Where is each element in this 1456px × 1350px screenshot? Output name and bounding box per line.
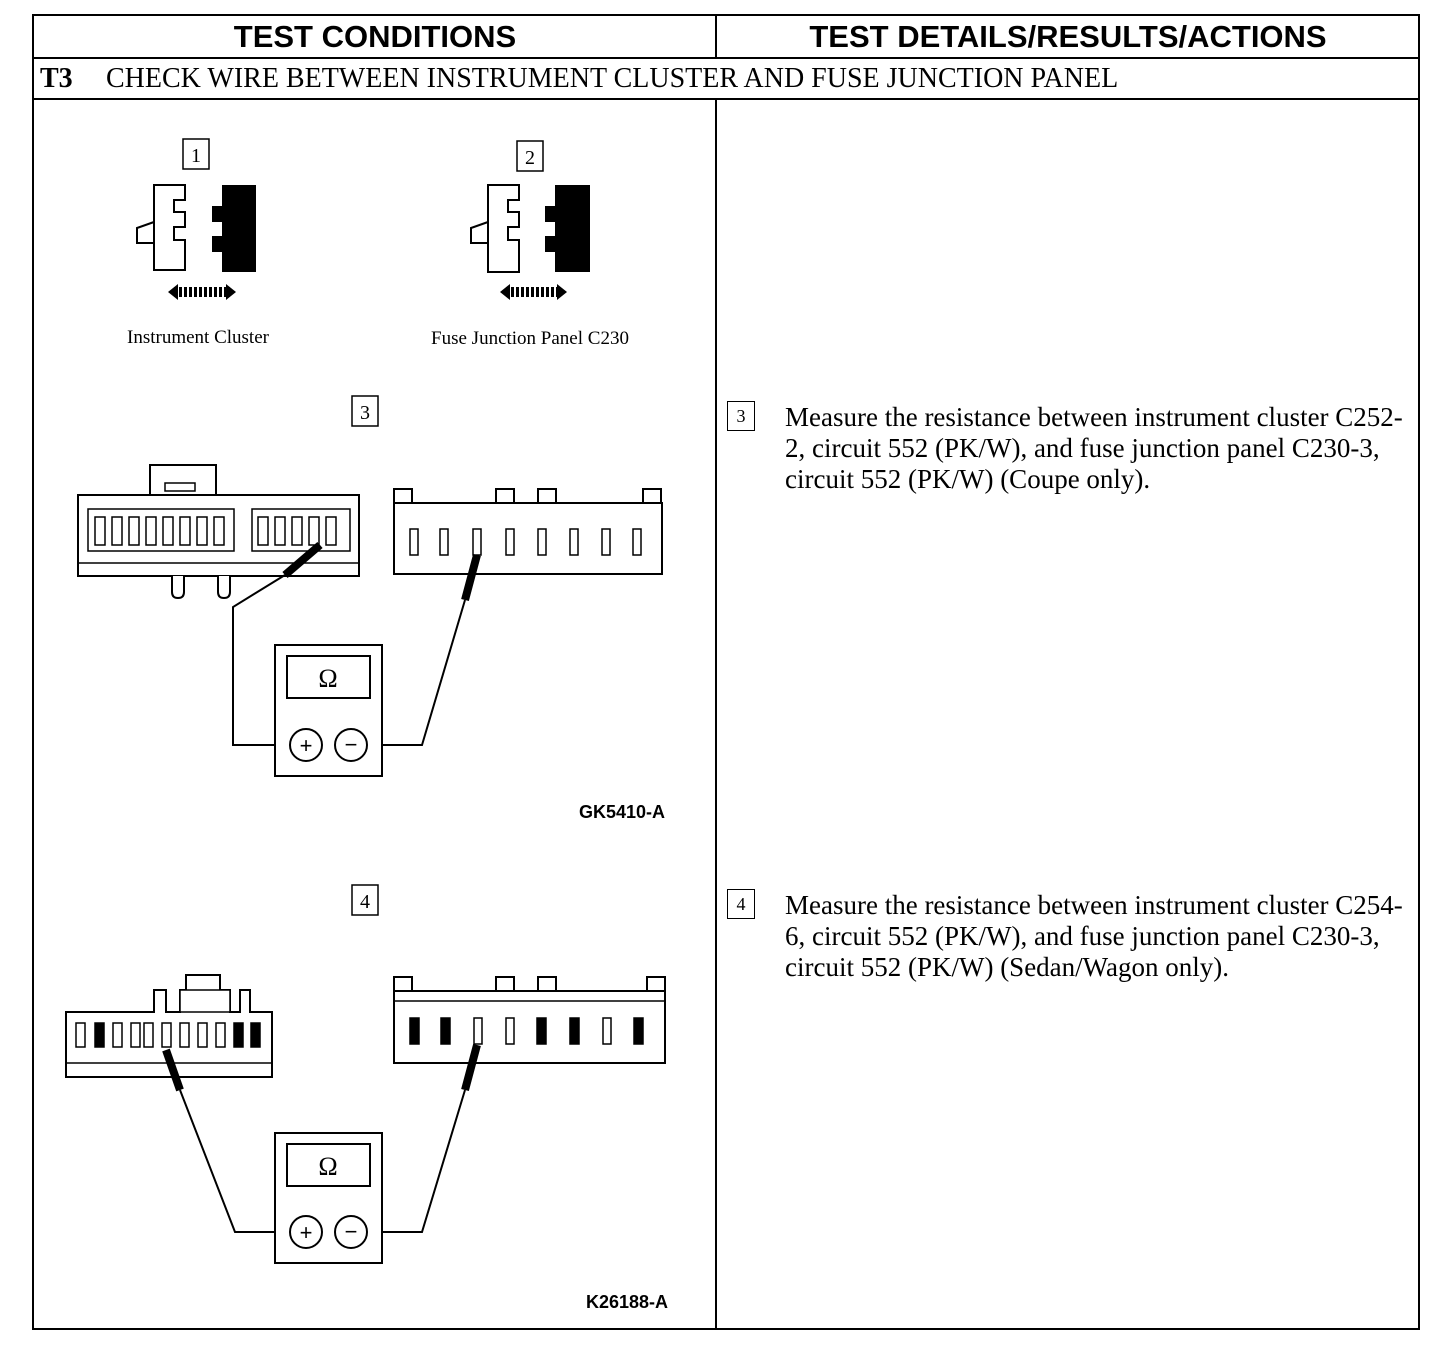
figure-step-3: 3 (77, 395, 665, 822)
fuse-panel-connector-c230 (393, 488, 663, 575)
plus-icon: + (300, 1220, 313, 1245)
step-4-text: Measure the resistance between instrumen… (785, 890, 1403, 982)
title-rule (34, 98, 1420, 100)
separate-arrow-icon (500, 284, 567, 300)
header-rule (34, 57, 1420, 59)
figure-4-code: K26188-A (586, 1292, 668, 1312)
figure-1-label: Instrument Cluster (127, 327, 270, 348)
plus-icon: + (300, 733, 313, 758)
figure-3-code: GK5410-A (579, 802, 665, 822)
figure-4-number: 4 (360, 891, 370, 913)
ohm-icon: Ω (318, 664, 337, 693)
ohmmeter-step-3: Ω + − (274, 644, 383, 777)
figure-2-number: 2 (525, 147, 535, 169)
step-4-number: 4 (727, 889, 755, 919)
minus-icon: − (345, 1219, 358, 1244)
cluster-connector-c252 (77, 464, 360, 600)
cluster-connector-c254 (65, 974, 273, 1078)
figure-step-2: 2 Fuse Junction Panel C230 (431, 140, 629, 349)
fuse-panel-connector-c230-step-4 (393, 976, 666, 1064)
figure-2-label: Fuse Junction Panel C230 (431, 328, 629, 349)
header-test-details: TEST DETAILS/RESULTS/ACTIONS (809, 19, 1327, 54)
figure-3-number: 3 (360, 402, 370, 424)
test-table: TEST CONDITIONS TEST DETAILS/RESULTS/ACT… (32, 14, 1420, 1330)
column-divider (715, 100, 717, 1330)
figure-step-4: 4 (65, 884, 668, 1312)
header-test-conditions: TEST CONDITIONS (233, 19, 517, 54)
figure-1-number: 1 (191, 145, 201, 167)
test-title: CHECK WIRE BETWEEN INSTRUMENT CLUSTER AN… (106, 63, 1119, 94)
test-id: T3 (40, 63, 73, 94)
ohm-icon: Ω (318, 1152, 337, 1181)
step-3-number: 3 (727, 401, 755, 431)
step-3-text: Measure the resistance between instrumen… (785, 402, 1403, 494)
header-divider (715, 16, 717, 57)
ohmmeter-step-4: Ω + − (274, 1132, 383, 1264)
minus-icon: − (345, 732, 358, 757)
test-title-row: T3 CHECK WIRE BETWEEN INSTRUMENT CLUSTER… (34, 59, 1420, 99)
figure-step-1: 1 Instrument Cluster (127, 138, 270, 348)
separate-arrow-icon (168, 284, 236, 300)
